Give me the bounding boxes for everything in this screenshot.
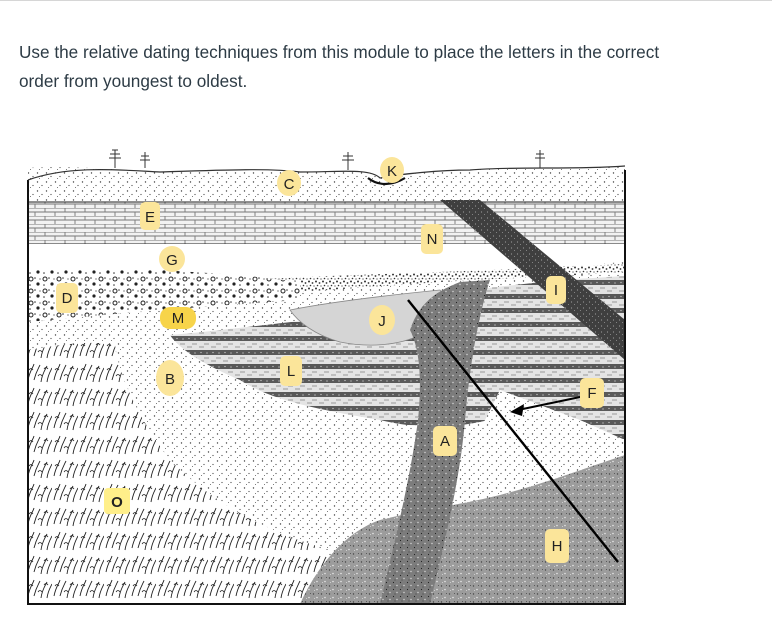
svg-text:L: L xyxy=(287,363,295,380)
svg-text:F: F xyxy=(587,385,596,402)
layer-c xyxy=(28,166,625,202)
label-a: A xyxy=(433,426,457,456)
svg-text:M: M xyxy=(172,310,185,327)
label-d: D xyxy=(56,283,78,313)
label-c: C xyxy=(277,170,301,196)
label-o: O xyxy=(104,488,130,514)
svg-text:A: A xyxy=(440,433,450,450)
svg-text:J: J xyxy=(378,313,386,330)
question-line-2: order from youngest to oldest. xyxy=(19,71,248,91)
svg-text:N: N xyxy=(427,231,438,248)
question-text: Use the relative dating techniques from … xyxy=(19,38,759,96)
label-n: N xyxy=(421,224,443,254)
svg-text:D: D xyxy=(62,290,73,307)
layer-e xyxy=(28,202,625,244)
svg-text:C: C xyxy=(284,176,295,193)
label-g: G xyxy=(159,246,185,272)
label-f: F xyxy=(580,378,604,408)
label-j: J xyxy=(369,305,395,335)
layer-h xyxy=(300,455,625,604)
svg-text:K: K xyxy=(387,163,397,180)
layer-o xyxy=(28,342,330,604)
svg-text:O: O xyxy=(111,494,123,511)
question-line-1: Use the relative dating techniques from … xyxy=(19,42,660,62)
svg-text:E: E xyxy=(145,209,155,226)
label-h: H xyxy=(545,529,569,563)
svg-text:H: H xyxy=(552,538,563,555)
label-b: B xyxy=(156,360,184,396)
letter-labels: C K E N G D I M xyxy=(56,157,604,563)
label-e: E xyxy=(140,202,160,230)
label-i: I xyxy=(546,276,566,304)
layer-d xyxy=(28,270,300,322)
label-m: M xyxy=(160,307,196,329)
label-l: L xyxy=(280,356,302,386)
fault-f xyxy=(407,299,619,563)
label-k: K xyxy=(380,157,404,183)
svg-text:G: G xyxy=(166,252,178,269)
top-divider xyxy=(0,0,772,1)
rock-layers xyxy=(28,166,625,604)
sill-i xyxy=(440,200,625,360)
trees-icon xyxy=(109,149,545,170)
channel-k xyxy=(367,177,406,186)
svg-text:B: B xyxy=(165,371,175,388)
svg-text:I: I xyxy=(554,282,558,299)
